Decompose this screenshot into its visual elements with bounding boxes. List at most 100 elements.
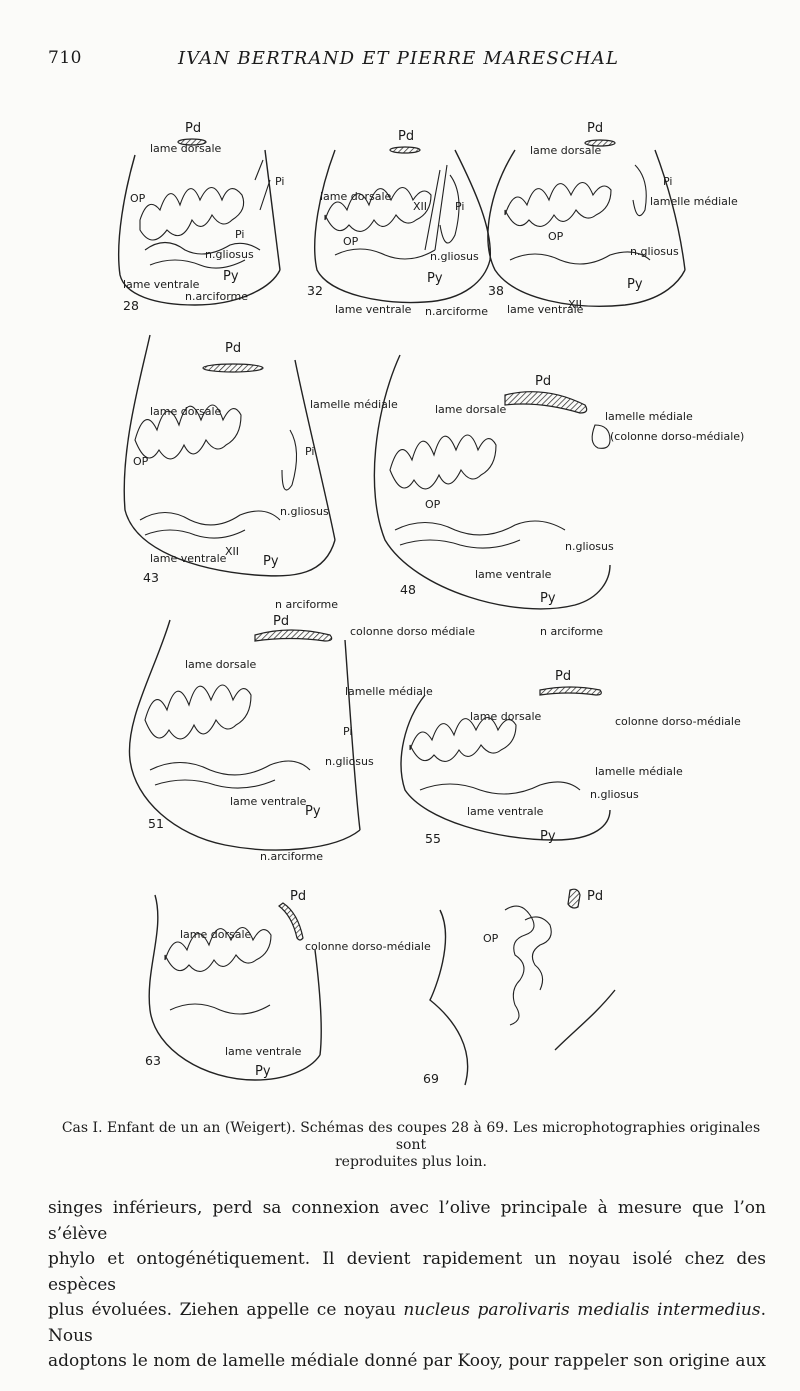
section-51: Pd colonne dorso médiale lame dorsale la… <box>128 614 475 863</box>
label-ngliosus-48: n.gliosus <box>565 540 614 553</box>
label-pd-63: Pd <box>290 889 306 904</box>
section-number-63: 63 <box>145 1053 161 1068</box>
label-pd-28: Pd <box>185 121 201 136</box>
label-ngliosus-28: n.gliosus <box>205 248 254 261</box>
section-number-28: 28 <box>123 298 139 313</box>
label-pi-43: Pi <box>305 445 314 458</box>
label-lame-ventrale-55: lame ventrale <box>467 805 544 818</box>
body-line-4: adoptons le nom de lamelle médiale donné… <box>48 1351 766 1371</box>
section-number-43: 43 <box>143 570 159 585</box>
label-colonne-51: colonne dorso médiale <box>350 625 475 638</box>
label-colonne-48: (colonne dorso-médiale) <box>610 430 744 443</box>
section-number-48: 48 <box>400 582 416 597</box>
label-ngliosus-32: n.gliosus <box>430 250 479 263</box>
section-number-69: 69 <box>423 1071 439 1086</box>
pd-shape-38 <box>584 139 616 147</box>
running-title: IVAN BERTRAND ET PIERRE MARESCHAL <box>178 48 620 69</box>
label-op-69: OP <box>483 932 499 945</box>
label-pi2-28: Pi <box>235 228 244 241</box>
section-28: Pd lame dorsale OP Pi Pi n.gliosus lame … <box>117 121 284 313</box>
label-py-48: Py <box>540 591 556 606</box>
body-line-3-end: . Nous <box>48 1300 766 1346</box>
label-lamelle-mediale-43: lamelle médiale <box>310 398 398 411</box>
label-lame-ventrale-28: lame ventrale <box>123 278 200 291</box>
label-py-38: Py <box>627 277 643 292</box>
label-lame-ventrale-63: lame ventrale <box>225 1045 302 1058</box>
label-pi-28: Pi <box>275 175 284 188</box>
section-69: Pd OP 69 <box>423 888 616 1086</box>
label-colonne-63: colonne dorso-médiale <box>305 940 431 953</box>
page-number: 710 <box>48 48 82 68</box>
label-lame-ventrale-43: lame ventrale <box>150 552 227 565</box>
label-lame-ventrale-51: lame ventrale <box>230 795 307 808</box>
pd-shape-48 <box>504 391 588 414</box>
label-py-43: Py <box>263 554 279 569</box>
label-ngliosus-43: n.gliosus <box>280 505 329 518</box>
pd-shape-63 <box>278 902 304 941</box>
section-55: Pd lame dorsale colonne dorso-médiale la… <box>400 669 741 846</box>
body-line-3: plus évoluées. Ziehen appelle ce noyau n… <box>48 1298 766 1349</box>
section-48: Pd lame dorsale lamelle médiale (colonne… <box>373 354 744 638</box>
label-lame-dorsale-28: lame dorsale <box>150 142 222 155</box>
label-lamelle-mediale-51: lamelle médiale <box>345 685 433 698</box>
label-narciforme-28: n.arciforme <box>185 290 248 303</box>
label-lame-dorsale-43: lame dorsale <box>150 405 222 418</box>
label-lame-ventrale-38: lame ventrale <box>507 303 584 316</box>
section-32: Pd lame dorsale OP XII Pi n.gliosus Py l… <box>307 129 492 318</box>
label-narciforme-51: n.arciforme <box>260 850 323 863</box>
label-colonne-55: colonne dorso-médiale <box>615 715 741 728</box>
section-63: Pd lame dorsale colonne dorso-médiale la… <box>145 889 431 1081</box>
caption-line-1: Cas I. Enfant de un an (Weigert). Schéma… <box>61 1120 761 1153</box>
pd-shape-51 <box>254 629 333 642</box>
label-xii-43: XII <box>225 545 239 558</box>
pd-shape-55 <box>539 686 602 696</box>
pd-shape-28 <box>177 138 207 146</box>
label-pd-69: Pd <box>587 889 603 904</box>
label-lamelle-mediale-38: lamelle médiale <box>650 195 738 208</box>
label-py-51: Py <box>305 804 321 819</box>
section-43: Pd lame dorsale OP lamelle médiale Pi n.… <box>123 334 398 611</box>
label-lame-dorsale-55: lame dorsale <box>470 710 542 723</box>
pd-shape-69 <box>567 888 581 909</box>
label-op-28: OP <box>130 192 146 205</box>
section-number-55: 55 <box>425 831 441 846</box>
section-number-51: 51 <box>148 816 164 831</box>
body-line-2: phylo et ontogénétiquement. Il devient r… <box>48 1249 766 1295</box>
label-lame-ventrale-32: lame ventrale <box>335 303 412 316</box>
label-lame-dorsale-32: lame dorsale <box>320 190 392 203</box>
label-pd-32: Pd <box>398 129 414 144</box>
label-py-28: Py <box>223 269 239 284</box>
figure-drawing: Pd lame dorsale OP Pi Pi n.gliosus lame … <box>117 121 744 1086</box>
label-ngliosus-38: n.gliosus <box>630 245 679 258</box>
section-38: Pd lame dorsale OP Pi lamelle médiale n.… <box>487 121 738 316</box>
latin-term: nucleus parolivaris medialis intermedius <box>403 1300 761 1320</box>
label-op-38: OP <box>548 230 564 243</box>
label-pd-48: Pd <box>535 374 551 389</box>
label-pi-51: Pi <box>343 725 352 738</box>
label-pi-38: Pi <box>663 175 672 188</box>
label-pd-38: Pd <box>587 121 603 136</box>
label-pi-32: Pi <box>455 200 464 213</box>
label-op-48: OP <box>425 498 441 511</box>
figure-caption: Cas I. Enfant de un an (Weigert). Schéma… <box>56 1120 766 1171</box>
label-lame-dorsale-51: lame dorsale <box>185 658 257 671</box>
label-pd-55: Pd <box>555 669 571 684</box>
label-lame-ventrale-48: lame ventrale <box>475 568 552 581</box>
label-pd-43: Pd <box>225 341 241 356</box>
label-ngliosus-51: n.gliosus <box>325 755 374 768</box>
section-number-38: 38 <box>488 283 504 298</box>
label-pd-51: Pd <box>273 614 289 629</box>
label-ngliosus-55: n.gliosus <box>590 788 639 801</box>
label-lame-dorsale-38: lame dorsale <box>530 144 602 157</box>
label-op-43: OP <box>133 455 149 468</box>
label-op-32: OP <box>343 235 359 248</box>
body-paragraph: singes inférieurs, perd sa connexion ave… <box>48 1196 766 1375</box>
label-py-32: Py <box>427 271 443 286</box>
caption-line-2: reproduites plus loin. <box>334 1154 487 1170</box>
label-narciforme-43: n arciforme <box>275 598 338 611</box>
label-narciforme-32: n.arciforme <box>425 305 488 318</box>
label-py-55: Py <box>540 829 556 844</box>
pd-shape-32 <box>389 146 421 154</box>
label-py-63: Py <box>255 1064 271 1079</box>
pd-shape-43 <box>202 363 264 373</box>
